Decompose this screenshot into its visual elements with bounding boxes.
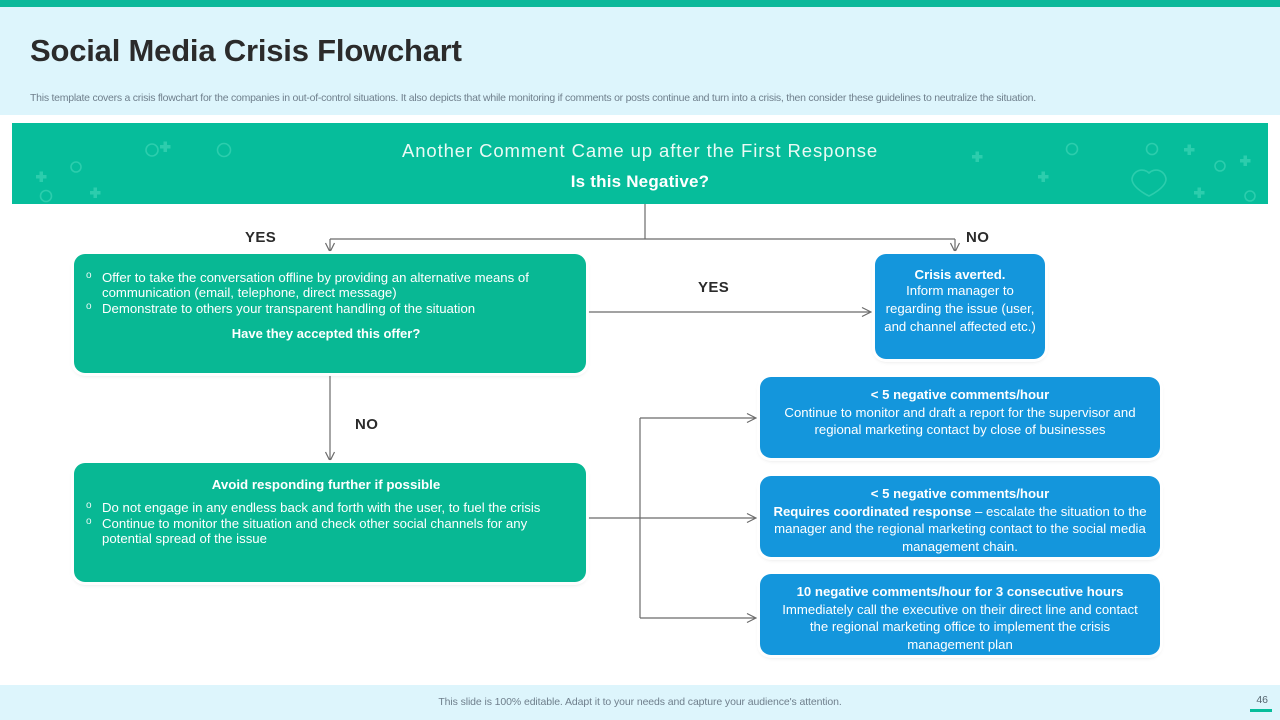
offer-bullet-item: Demonstrate to others your transparent h… (80, 301, 572, 316)
lt5-b-body-bold: Requires coordinated response (773, 503, 972, 519)
crisis-averted-body: Inform manager to regarding the issue (u… (884, 283, 1036, 334)
banner-line-1: Another Comment Came up after the First … (401, 140, 879, 161)
lt5-b-heading: < 5 negative comments/hour (870, 486, 1050, 501)
page-number-rule (1250, 709, 1272, 712)
avoid-bullet-item: Continue to monitor the situation and ch… (80, 516, 572, 546)
banner-text-block: Another Comment Came up after the First … (12, 139, 1268, 192)
footer-note: This slide is 100% editable. Adapt it to… (438, 696, 842, 708)
node-avoid-responding[interactable]: Avoid responding further if possible Do … (74, 463, 586, 582)
node-offer-to-take-offline[interactable]: Offer to take the conversation offline b… (74, 254, 586, 373)
offer-question: Have they accepted this offer? (231, 326, 421, 341)
flow-label-no-top: NO (966, 229, 990, 246)
flow-label-yes-middle: YES (698, 279, 730, 296)
page-title: Social Media Crisis Flowchart (30, 33, 462, 68)
top-accent-bar (0, 0, 1280, 7)
page-subtitle: This template covers a crisis flowchart … (30, 92, 1036, 104)
lt5-b-body: Requires coordinated response – escalate… (772, 503, 1148, 556)
crisis-averted-heading: Crisis averted. (914, 267, 1006, 282)
lt5-b-body-rest: – escalate the situation to the manager … (774, 503, 1147, 554)
page-number: 46 (1256, 694, 1268, 706)
avoid-bullet-list: Do not engage in any endless back and fo… (80, 500, 572, 546)
node-less-than-5-monitor[interactable]: < 5 negative comments/hour Continue to m… (760, 377, 1160, 458)
slide-footer: This slide is 100% editable. Adapt it to… (0, 685, 1280, 720)
node-crisis-averted[interactable]: Crisis averted. Inform manager to regard… (875, 254, 1045, 359)
ten-body: Immediately call the executive on their … (782, 601, 1138, 652)
offer-bullet-item: Offer to take the conversation offline b… (80, 270, 572, 300)
avoid-heading: Avoid responding further if possible (211, 477, 441, 492)
flow-label-yes-top: YES (245, 229, 277, 246)
avoid-bullet-item: Do not engage in any endless back and fo… (80, 500, 572, 515)
flow-label-no-left: NO (355, 416, 379, 433)
node-less-than-5-coordinated[interactable]: < 5 negative comments/hour Requires coor… (760, 476, 1160, 557)
banner-line-2: Is this Negative? (570, 172, 710, 192)
node-ten-comments-three-hours[interactable]: 10 negative comments/hour for 3 consecut… (760, 574, 1160, 655)
slide-header: Social Media Crisis Flowchart This templ… (0, 7, 1280, 115)
lt5-a-body: Continue to monitor and draft a report f… (784, 404, 1136, 438)
lt5-a-heading: < 5 negative comments/hour (870, 387, 1050, 402)
ten-heading: 10 negative comments/hour for 3 consecut… (796, 584, 1124, 599)
offer-bullet-list: Offer to take the conversation offline b… (80, 270, 572, 316)
flowchart-canvas: Another Comment Came up after the First … (0, 115, 1280, 685)
flow-banner-question: Another Comment Came up after the First … (12, 123, 1268, 204)
